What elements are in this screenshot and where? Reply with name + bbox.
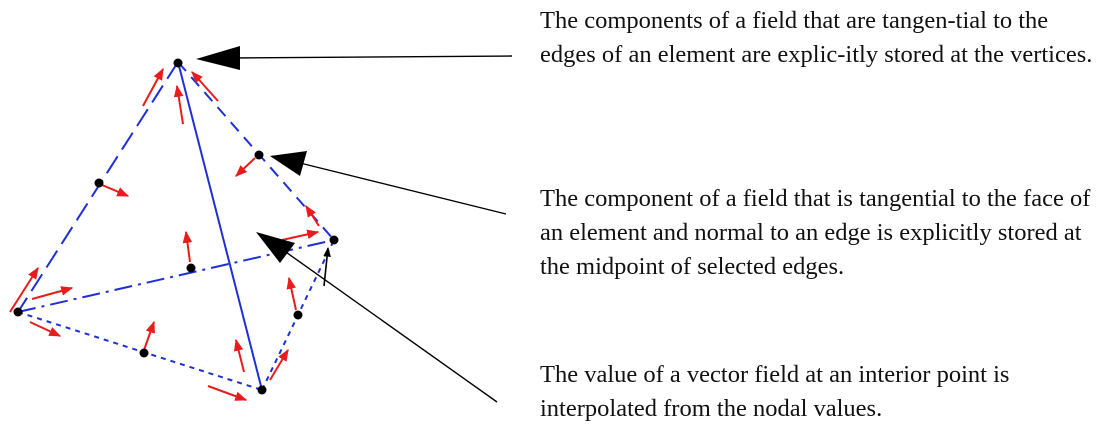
right-tangent-vector xyxy=(305,204,320,227)
pointer-to-edge-midpoint-head xyxy=(270,151,307,176)
caption-interior-interpolation: The value of a vector field at an interi… xyxy=(540,361,1010,422)
edge-midpoint-node xyxy=(186,263,196,273)
left-tangent-vector xyxy=(9,266,39,313)
edge-apex-bottom xyxy=(177,61,263,391)
callout-pointers xyxy=(196,46,513,403)
right-tangent-vector xyxy=(281,229,320,241)
vertex-node-bottom xyxy=(257,385,267,395)
bottom-tangent-vector xyxy=(233,338,245,373)
pointer-to-edge-midpoint xyxy=(299,162,507,215)
edge-normal-vector xyxy=(143,320,155,351)
apex-tangent-vector xyxy=(173,84,184,125)
vertex-node-right xyxy=(329,235,339,245)
edge-normal-vector xyxy=(101,184,130,197)
bottom-tangent-vector xyxy=(269,348,289,381)
pointer-to-vertex xyxy=(231,55,513,59)
apex-tangent-vector xyxy=(191,71,219,102)
edge-normal-vector xyxy=(182,230,193,263)
edge-normal-vector xyxy=(286,276,297,311)
bottom-tangent-vector xyxy=(207,385,248,401)
pointer-to-interior xyxy=(282,249,498,403)
apex-tangent-vector xyxy=(142,67,164,107)
edge-left-bottom xyxy=(17,311,263,391)
element-edges xyxy=(17,61,335,391)
vertex-node-left xyxy=(13,307,23,317)
pointer-to-vertex-head xyxy=(196,46,240,70)
left-tangent-vector xyxy=(31,286,74,300)
caption-vertex-storage: The components of a field that are tange… xyxy=(540,7,1093,68)
left-tangent-vector xyxy=(29,321,62,337)
edge-midpoint-node xyxy=(254,150,264,160)
edge-normal-vector xyxy=(235,157,256,177)
edge-midpoint-node xyxy=(293,310,303,320)
edge-midpoint-node xyxy=(139,348,149,358)
nodes xyxy=(13,58,339,395)
vertex-node-apex xyxy=(173,58,183,68)
pointer-to-interior-head xyxy=(256,232,295,263)
edge-midpoint-node xyxy=(94,178,104,188)
field-vectors xyxy=(9,67,320,401)
caption-edge-storage: The component of a field that is tangent… xyxy=(540,185,1091,280)
